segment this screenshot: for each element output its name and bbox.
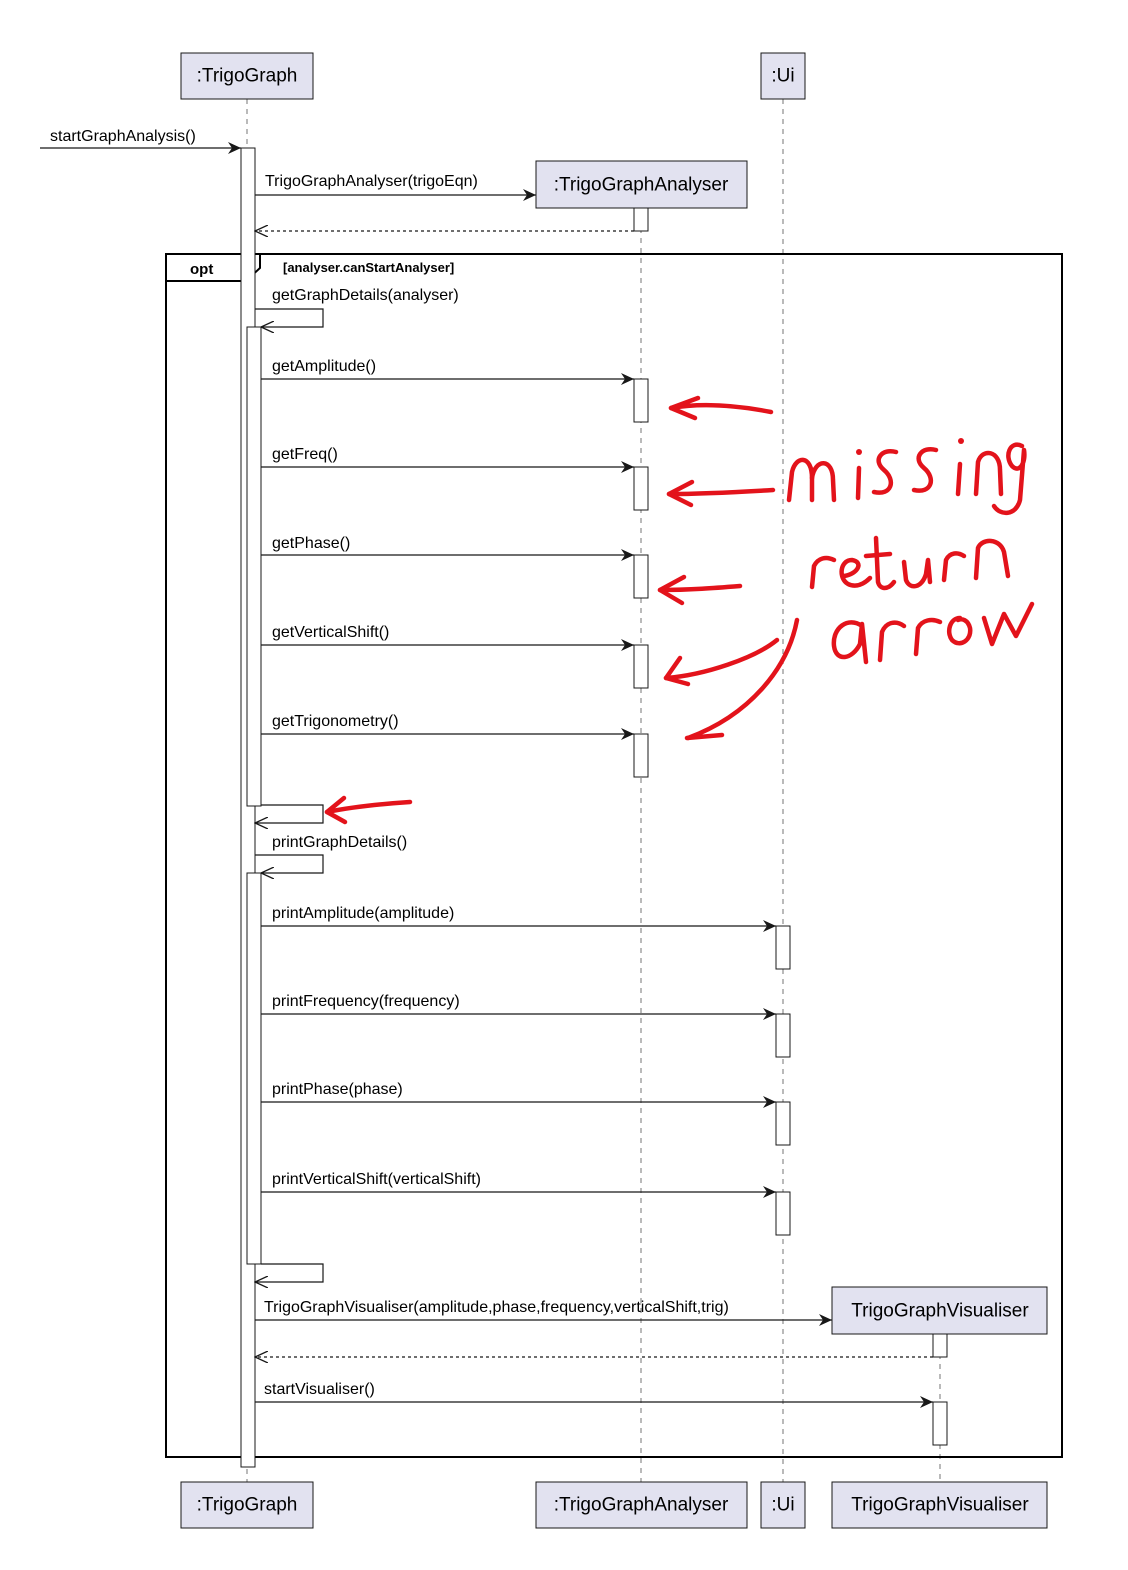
message-create-visualiser: TrigoGraphVisualiser(amplitude,phase,fre… bbox=[255, 1299, 832, 1326]
activation-ui-amplitude bbox=[775, 925, 791, 970]
message-label: TrigoGraphAnalyser(trigoEqn) bbox=[265, 173, 478, 190]
activation-analyser-trigonometry bbox=[633, 733, 649, 778]
participant-visualiser-bottom: TrigoGraphVisualiser bbox=[831, 1481, 1048, 1529]
participant-label: :TrigoGraphAnalyser bbox=[554, 1495, 729, 1516]
return-print-graph-details bbox=[255, 1263, 324, 1282]
activation-trigograph-printdetails bbox=[246, 872, 262, 1265]
activation-visualiser-start bbox=[932, 1401, 948, 1446]
activation-analyser-phase bbox=[633, 554, 649, 599]
participant-analyser-bottom: :TrigoGraphAnalyser bbox=[535, 1481, 748, 1529]
message-get-vertical-shift: getVerticalShift() bbox=[261, 624, 634, 651]
message-label: getPhase() bbox=[272, 535, 350, 552]
message-label: getTrigonometry() bbox=[272, 713, 399, 730]
participant-label: :Ui bbox=[771, 1495, 794, 1516]
message-print-frequency: printFrequency(frequency) bbox=[261, 993, 776, 1020]
annotation-arrow-freq bbox=[666, 479, 776, 508]
activation-analyser-freq bbox=[633, 466, 649, 511]
message-create-analyser: TrigoGraphAnalyser(trigoEqn) bbox=[255, 173, 536, 201]
message-label: getFreq() bbox=[272, 446, 338, 463]
annotation-arrow-verticalshift bbox=[663, 637, 780, 687]
participant-label: :TrigoGraph bbox=[197, 66, 298, 87]
message-get-trigonometry: getTrigonometry() bbox=[261, 713, 634, 740]
opt-guard: [analyser.canStartAnalyser] bbox=[283, 260, 454, 275]
activation-analyser-create bbox=[633, 207, 649, 232]
message-start-visualiser: startVisualiser() bbox=[255, 1381, 933, 1408]
participant-label: :TrigoGraphAnalyser bbox=[554, 175, 729, 196]
message-label: printAmplitude(amplitude) bbox=[272, 905, 454, 922]
message-label: printVerticalShift(verticalShift) bbox=[272, 1171, 481, 1188]
participant-label: TrigoGraphVisualiser bbox=[851, 1301, 1029, 1322]
annotation-arrow-trigonometry bbox=[684, 617, 800, 741]
participant-trigograph-top: :TrigoGraph bbox=[180, 52, 314, 100]
message-label: printPhase(phase) bbox=[272, 1081, 403, 1098]
message-label: startVisualiser() bbox=[264, 1381, 375, 1398]
message-label: getAmplitude() bbox=[272, 358, 376, 375]
message-print-amplitude: printAmplitude(amplitude) bbox=[261, 905, 776, 932]
message-print-phase: printPhase(phase) bbox=[261, 1081, 776, 1108]
message-get-phase: getPhase() bbox=[261, 535, 634, 561]
handwritten-annotation bbox=[324, 395, 1035, 825]
message-label: startGraphAnalysis() bbox=[50, 128, 196, 145]
message-get-amplitude: getAmplitude() bbox=[261, 358, 634, 385]
participant-trigograph-bottom: :TrigoGraph bbox=[180, 1481, 314, 1529]
message-print-graph-details: printGraphDetails() bbox=[255, 834, 407, 873]
participant-label: :Ui bbox=[771, 66, 794, 87]
message-start-graph-analysis: startGraphAnalysis() bbox=[40, 128, 241, 154]
annotation-word-missing bbox=[786, 438, 1027, 515]
message-print-vertical-shift: printVerticalShift(verticalShift) bbox=[261, 1171, 776, 1198]
message-get-freq: getFreq() bbox=[261, 446, 634, 473]
activation-analyser-amplitude bbox=[633, 378, 649, 423]
annotation-word-arrow bbox=[831, 601, 1035, 665]
annotation-word-return bbox=[809, 535, 1011, 591]
activation-ui-frequency bbox=[775, 1013, 791, 1058]
participant-ui-bottom: :Ui bbox=[760, 1481, 806, 1529]
message-label: printFrequency(frequency) bbox=[272, 993, 460, 1010]
annotation-arrow-getdetails bbox=[324, 795, 413, 825]
participant-label: TrigoGraphVisualiser bbox=[851, 1495, 1029, 1516]
participant-visualiser-created: TrigoGraphVisualiser bbox=[831, 1286, 1048, 1335]
annotation-arrow-phase bbox=[657, 574, 743, 606]
message-label: getGraphDetails(analyser) bbox=[272, 287, 459, 304]
message-label: printGraphDetails() bbox=[272, 834, 407, 851]
activation-analyser-verticalshift bbox=[633, 644, 649, 689]
message-get-graph-details: getGraphDetails(analyser) bbox=[255, 287, 459, 327]
participant-label: :TrigoGraph bbox=[197, 1495, 298, 1516]
opt-operator: opt bbox=[190, 261, 213, 278]
activation-visualiser-create bbox=[932, 1333, 948, 1358]
activation-ui-verticalshift bbox=[775, 1191, 791, 1236]
activation-ui-phase bbox=[775, 1101, 791, 1146]
participant-analyser-created: :TrigoGraphAnalyser bbox=[535, 160, 748, 209]
message-label: getVerticalShift() bbox=[272, 624, 389, 641]
participant-ui-top: :Ui bbox=[760, 52, 806, 100]
annotation-arrow-amplitude bbox=[668, 395, 774, 421]
message-label: TrigoGraphVisualiser(amplitude,phase,fre… bbox=[264, 1299, 729, 1316]
activation-trigograph-getdetails bbox=[246, 326, 262, 807]
return-get-graph-details bbox=[255, 804, 324, 823]
